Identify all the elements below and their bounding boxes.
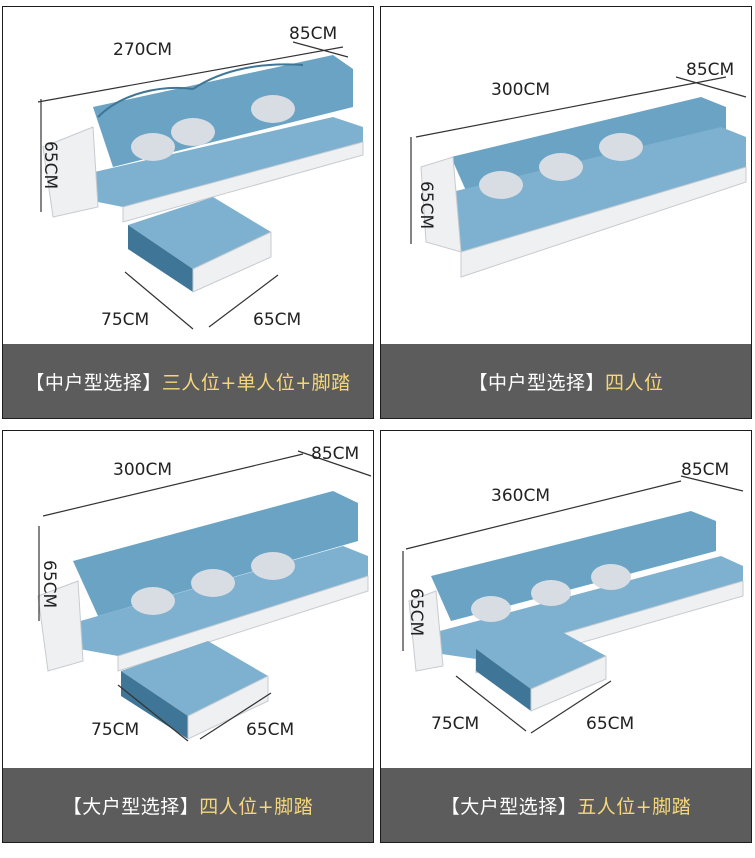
ottoman-depth-label: 65CM — [586, 714, 634, 734]
sofa-arm — [37, 580, 84, 672]
length-label: 270CM — [113, 40, 172, 60]
pillow — [251, 552, 295, 580]
sofa-diagram-3: 300CM 85CM 65CM 75CM 65CM — [37, 444, 372, 742]
height-label: 65CM — [406, 588, 426, 636]
product-option-panel-3[interactable]: 300CM 85CM 65CM 75CM 65CM 【大户型选择】 四人位+脚踏 — [2, 430, 374, 843]
sofa-seat — [73, 117, 363, 207]
sofa-seat — [421, 556, 743, 659]
depth-dim-line — [292, 41, 349, 58]
pillow — [531, 580, 571, 606]
back-seams — [97, 63, 304, 118]
pillow — [471, 596, 511, 622]
ottoman-top — [476, 626, 606, 689]
size-selection-label: 【中户型选择】 — [25, 371, 162, 394]
option-label: 四人位+脚踏 — [199, 795, 314, 818]
option-banner-4: 【大户型选择】 五人位+脚踏 — [381, 768, 751, 842]
product-option-panel-4[interactable]: 360CM 85CM 65CM 75CM 65CM 【大户型选择】 五人位+脚踏 — [380, 430, 752, 843]
depth-dim-line — [297, 450, 372, 477]
ottoman-top — [121, 641, 268, 716]
depth-label: 85CM — [681, 460, 729, 480]
size-selection-label: 【大户型选择】 — [62, 795, 200, 818]
ottoman-width-label: 75CM — [91, 720, 139, 740]
sofa-back — [73, 491, 358, 616]
sofa-base — [117, 575, 369, 672]
option-banner-2: 【中户型选择】 四人位 — [381, 344, 751, 418]
length-label: 300CM — [491, 80, 550, 100]
ottoman-width-label: 75CM — [101, 310, 149, 330]
height-label: 65CM — [40, 141, 60, 189]
ottoman-depth-dim-line — [208, 274, 279, 328]
option-label: 三人位+单人位+脚踏 — [161, 371, 351, 394]
length-dim-line — [42, 453, 304, 517]
ottoman-front — [530, 655, 607, 712]
height-label: 65CM — [416, 181, 436, 229]
length-dim-line — [37, 46, 344, 103]
sofa-arm — [420, 156, 462, 253]
ottoman-side — [128, 225, 193, 292]
option-label: 五人位+脚踏 — [577, 795, 692, 818]
sofa-seat — [63, 546, 368, 656]
sofa-image-panel-1: 270CM 85CM 65CM 75CM 65CM — [3, 7, 373, 343]
ottoman-front — [187, 675, 269, 740]
option-banner-1: 【中户型选择】 三人位+单人位+脚踏 — [3, 344, 373, 418]
height-label: 65CM — [39, 560, 59, 608]
pillow — [599, 133, 643, 161]
product-option-panel-1[interactable]: 270CM 85CM 65CM 75CM 65CM 【中户型选择】 三人位+单人… — [2, 6, 374, 419]
sofa-image-panel-3: 300CM 85CM 65CM 75CM 65CM — [3, 431, 373, 767]
ottoman-side — [121, 671, 188, 739]
length-dim-line — [405, 480, 682, 550]
length-label: 300CM — [113, 460, 172, 480]
depth-label: 85CM — [311, 444, 359, 464]
ottoman-top — [128, 197, 271, 269]
sofa-seat — [426, 127, 746, 252]
ottoman-width-dim-line — [455, 675, 527, 732]
size-selection-label: 【大户型选择】 — [440, 795, 578, 818]
length-label: 360CM — [491, 486, 550, 506]
pillow — [171, 118, 215, 146]
sofa-image-panel-2: 300CM 85CM 65CM — [381, 7, 751, 343]
pillow — [191, 569, 235, 597]
size-selection-label: 【中户型选择】 — [468, 371, 605, 394]
sofa-arm — [42, 126, 99, 218]
length-dim-line — [415, 76, 727, 138]
ottoman-depth-dim-line — [199, 692, 272, 740]
pillow — [131, 133, 175, 161]
sofa-diagram-2: 300CM 85CM 65CM — [410, 60, 747, 278]
pillow — [479, 171, 523, 199]
ottoman-width-label: 75CM — [431, 714, 479, 734]
sofa-base — [122, 141, 364, 223]
depth-label: 85CM — [289, 24, 337, 44]
option-banner-3: 【大户型选择】 四人位+脚踏 — [3, 768, 373, 842]
sofa-diagram-1: 270CM 85CM 65CM 75CM 65CM — [37, 24, 364, 330]
ottoman-depth-dim-line — [530, 680, 612, 734]
depth-label: 85CM — [686, 60, 734, 80]
depth-dim-line — [675, 76, 747, 98]
ottoman-width-dim-line — [124, 271, 194, 330]
sofa-image-panel-4: 360CM 85CM 65CM 75CM 65CM — [381, 431, 751, 767]
sofa-arm — [408, 590, 444, 672]
ottoman-front — [192, 231, 272, 293]
ottoman-width-dim-line — [117, 684, 189, 742]
sofa-diagram-4: 360CM 85CM 65CM 75CM 65CM — [402, 460, 744, 734]
pillow — [251, 95, 295, 123]
product-option-panel-2[interactable]: 300CM 85CM 65CM 【中户型选择】 四人位 — [380, 6, 752, 419]
depth-dim-line — [680, 475, 744, 492]
pillow — [591, 564, 631, 590]
sofa-back — [431, 511, 716, 621]
ottoman-depth-label: 65CM — [246, 720, 294, 740]
pillow — [131, 587, 175, 615]
sofa-base — [460, 166, 747, 278]
ottoman-depth-label: 65CM — [253, 310, 301, 330]
option-label: 四人位 — [605, 371, 664, 394]
ottoman-side — [476, 649, 531, 711]
pillow — [539, 153, 583, 181]
